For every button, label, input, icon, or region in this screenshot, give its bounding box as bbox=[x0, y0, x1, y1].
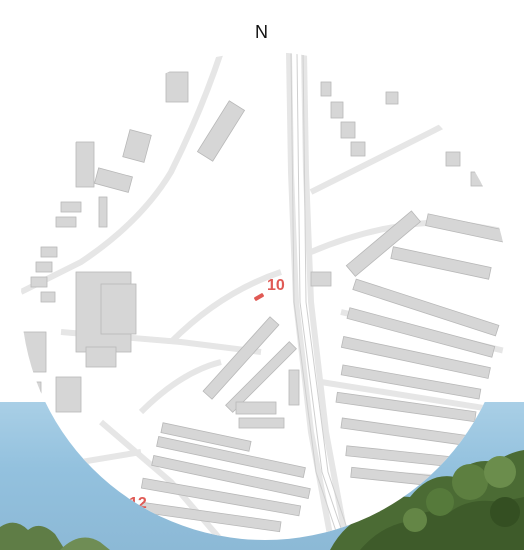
marker-10-label: 10 bbox=[267, 277, 285, 294]
foliage-illustration bbox=[0, 450, 524, 550]
building-footprints bbox=[21, 71, 507, 533]
map-marker-10[interactable]: 10 bbox=[254, 277, 285, 301]
map-marker-12[interactable]: 12 bbox=[129, 495, 147, 512]
circular-map[interactable]: 10 12 bbox=[21, 52, 509, 540]
marker-12-label: 12 bbox=[129, 495, 147, 512]
railway-lines bbox=[290, 52, 352, 540]
compass-north-label: N bbox=[255, 22, 268, 42]
